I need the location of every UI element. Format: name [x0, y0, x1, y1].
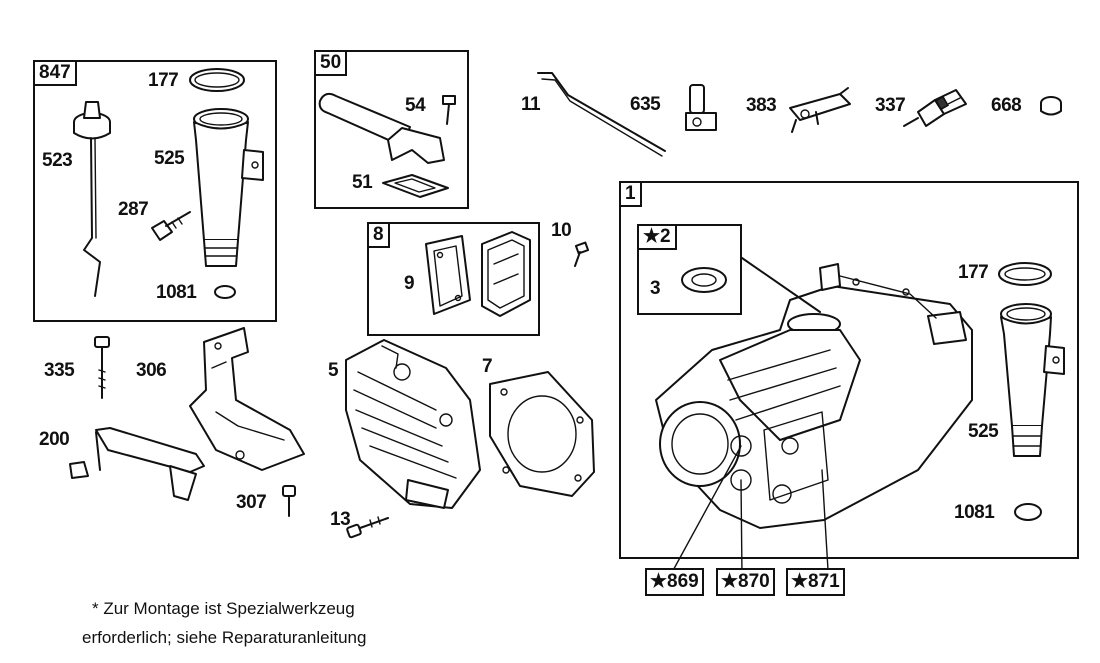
starred-part-871: ★871 [786, 568, 845, 596]
part-label-337: 337 [875, 95, 906, 116]
clip-383-drawing [789, 87, 851, 133]
part-label-5: 5 [328, 360, 339, 381]
part-label-10: 10 [551, 220, 572, 241]
oring-1081-right-drawing [1014, 503, 1042, 521]
group-box-1: 1 [619, 181, 1079, 559]
group-tag-50: 50 [314, 50, 348, 76]
starred-part-869: ★869 [645, 568, 704, 596]
part-label-51: 51 [352, 172, 373, 193]
oil-seal-3-drawing [681, 267, 727, 293]
oring-177-right-drawing [998, 262, 1052, 286]
group-tag-847: 847 [33, 60, 77, 86]
gasket-9-drawing [425, 235, 471, 315]
part-label-177-right: 177 [958, 262, 989, 283]
rod-11-drawing [537, 72, 666, 152]
group-box-8: 8 [367, 222, 540, 336]
footnote-line-1: * Zur Montage ist Spezialwerkzeug [92, 599, 355, 618]
part-label-177-top: 177 [148, 70, 179, 91]
part-label-306: 306 [136, 360, 167, 381]
part-label-7: 7 [482, 356, 493, 377]
screw-287-drawing [151, 211, 191, 241]
valve-cover-drawing [481, 231, 531, 317]
group-tag-1: 1 [619, 181, 642, 207]
dipstick-523-drawing [73, 101, 111, 297]
bolt-335-drawing [94, 336, 110, 399]
screw-54-drawing [442, 95, 456, 125]
group-box-847: 847 [33, 60, 277, 322]
air-guide-306-drawing [189, 327, 305, 471]
grommet-668-drawing [1040, 96, 1062, 116]
starred-part-870: ★870 [716, 568, 775, 596]
breather-tube-drawing [318, 92, 445, 164]
part-label-9: 9 [404, 273, 415, 294]
filltube-525-right-drawing [1000, 303, 1065, 457]
gasket-51-drawing [382, 174, 449, 198]
bolt-13-drawing [346, 516, 389, 539]
oring-1081-left-drawing [214, 285, 236, 299]
part-label-307: 307 [236, 492, 267, 513]
part-label-287: 287 [118, 199, 149, 220]
screw-10-drawing [574, 241, 590, 267]
footnote-line-2: erforderlich; siehe Reparaturanleitung [82, 628, 367, 647]
group-tag-2: ★2 [637, 224, 677, 250]
part-label-1081-left: 1081 [156, 282, 197, 303]
part-label-11: 11 [521, 94, 541, 115]
group-tag-8: 8 [367, 222, 390, 248]
group-box-2: ★2 [637, 224, 742, 315]
oring-177-top-drawing [189, 68, 245, 92]
sparkplug-337-drawing [903, 89, 967, 127]
part-label-635: 635 [630, 94, 661, 115]
screw-307-drawing [282, 485, 296, 517]
part-label-523: 523 [42, 150, 73, 171]
head-gasket-7-drawing [489, 371, 595, 497]
part-label-335: 335 [44, 360, 75, 381]
part-label-1081-right: 1081 [954, 502, 995, 523]
part-label-13: 13 [330, 509, 351, 530]
part-label-668: 668 [991, 95, 1022, 116]
fitting-635-drawing [685, 84, 717, 131]
group-box-50: 50 [314, 50, 469, 209]
part-label-525-left: 525 [154, 148, 185, 169]
part-label-200: 200 [39, 429, 70, 450]
filltube-525-left-drawing [193, 108, 264, 267]
part-label-54: 54 [405, 95, 426, 116]
crankcase-1-drawing [655, 257, 973, 529]
part-label-525-right: 525 [968, 421, 999, 442]
part-label-383: 383 [746, 95, 777, 116]
link-200-drawing [69, 427, 205, 501]
cylinder-head-5-drawing [345, 339, 481, 509]
part-label-3: 3 [650, 278, 661, 299]
